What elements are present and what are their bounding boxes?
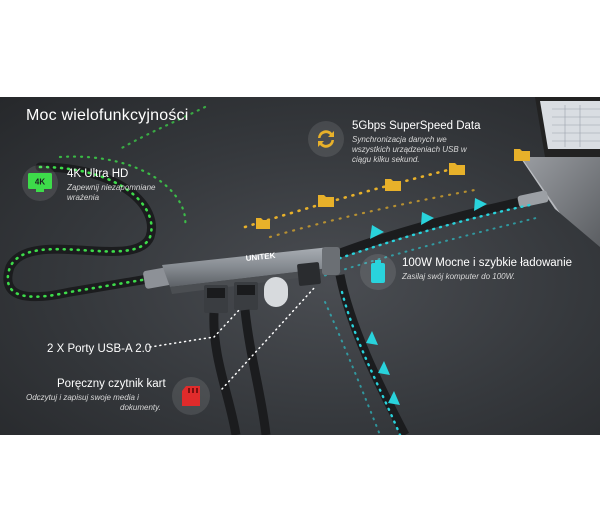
usb-plugs <box>204 277 288 313</box>
hdmi-desc-line1: Zapewnij niezapomniane <box>67 183 156 192</box>
power-desc-line1: Zasilaj swój komputer do 100W. <box>402 272 516 281</box>
card-feature-icon-bg <box>172 377 210 415</box>
svg-text:4K: 4K <box>35 178 45 187</box>
hub-illustration: UNITEK <box>3 97 600 435</box>
page-title: Moc wielofunkcyjności <box>26 107 189 124</box>
battery-icon <box>371 260 385 283</box>
usb-heading: 2 X Porty USB-A 2.0 <box>47 343 152 355</box>
folder-icons <box>256 149 530 229</box>
hub-brand-logo: UNITEK <box>245 251 276 263</box>
hdmi-desc-line2: wrażenia <box>67 193 100 202</box>
data-heading: 5Gbps SuperSpeed Data <box>352 120 481 132</box>
data-desc-line3: ciągu kilku sekund. <box>352 155 420 164</box>
product-scene: UNITEK Moc wielofunkcyjności <box>0 97 600 435</box>
card-desc-line1: Odczytuj i zapisuj swoje media i <box>26 393 139 402</box>
sd-card-icon <box>182 386 200 406</box>
hdmi-heading: 4K Ultra HD <box>67 168 129 180</box>
card-heading: Poręczny czytnik kart <box>57 378 166 390</box>
data-desc-line2: wszystkich urządzeniach USB w <box>352 145 467 154</box>
power-heading: 100W Mocne i szybkie ładowanie <box>402 257 573 269</box>
sync-arrows-icon <box>318 130 334 148</box>
data-desc-line1: Synchronizacja danych we <box>352 135 447 144</box>
hdmi-feature-icon-bg: 4K <box>22 165 58 201</box>
card-desc-line2: dokumenty. <box>120 403 161 412</box>
4k-screen-icon: 4K <box>28 173 52 192</box>
power-feature-icon-bg <box>360 254 396 290</box>
data-feature-icon-bg <box>308 121 344 157</box>
laptop <box>520 97 600 247</box>
